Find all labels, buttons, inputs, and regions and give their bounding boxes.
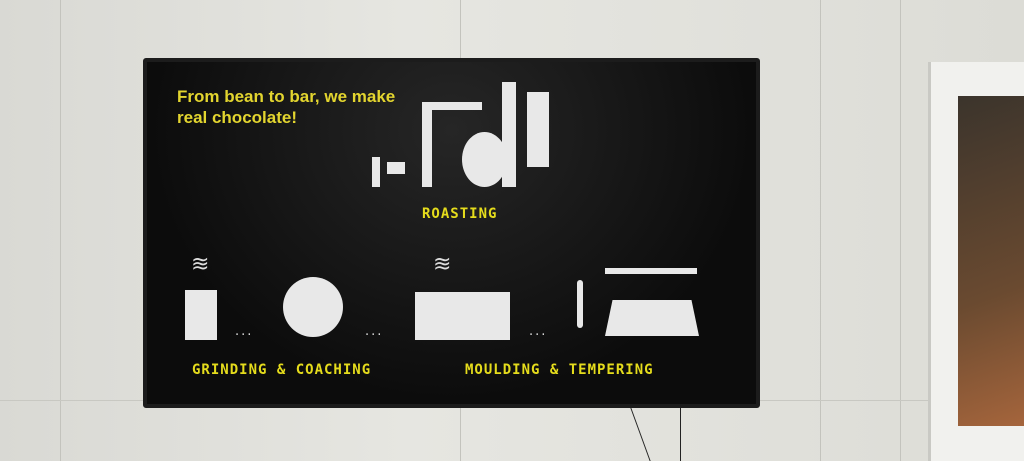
step-label-grinding: GRINDING & COACHING xyxy=(192,362,372,378)
conche-icon xyxy=(283,277,343,337)
steam-icon: ≋ xyxy=(191,252,210,277)
thermometer-icon xyxy=(577,280,583,328)
headline: From bean to bar, we make real chocolate… xyxy=(177,87,396,127)
steam-icon: ≋ xyxy=(433,252,452,277)
ellipsis: ... xyxy=(365,324,384,339)
step-label-moulding: MOULDING & TEMPERING xyxy=(465,362,654,378)
tv-display: From bean to bar, we make real chocolate… xyxy=(143,58,760,408)
step-label-roasting: ROASTING xyxy=(422,206,498,222)
screen: From bean to bar, we make real chocolate… xyxy=(147,62,756,404)
doorway xyxy=(958,96,1024,426)
ellipsis: ... xyxy=(235,324,254,339)
ellipsis: ... xyxy=(529,324,548,339)
cable xyxy=(680,408,690,461)
